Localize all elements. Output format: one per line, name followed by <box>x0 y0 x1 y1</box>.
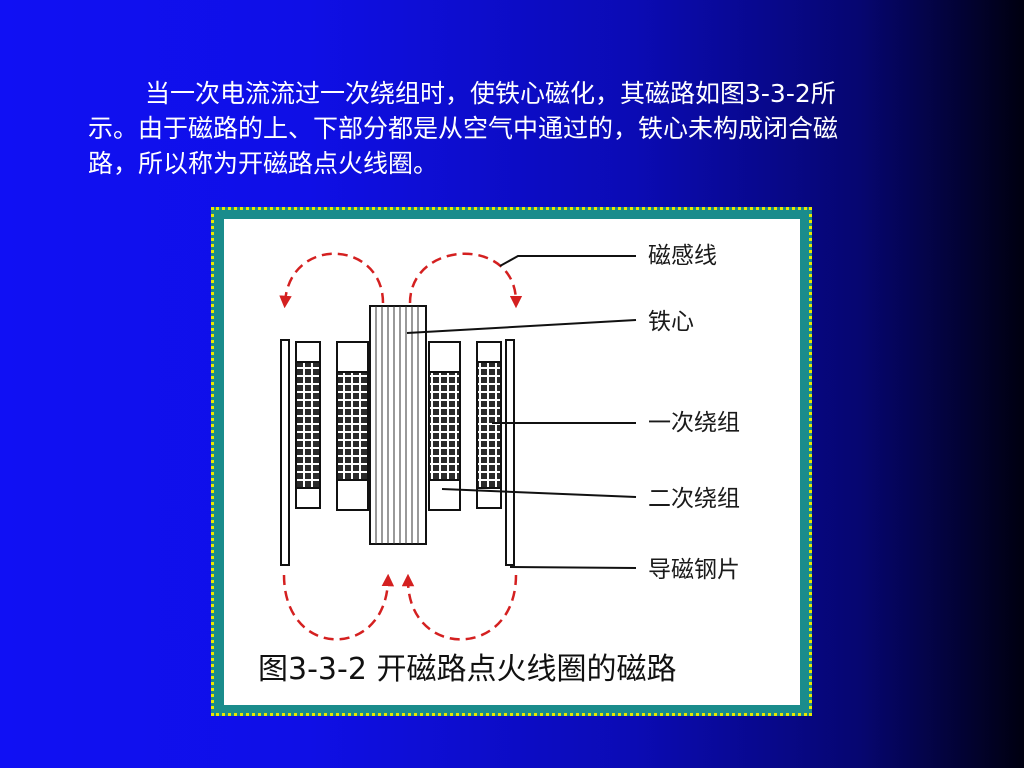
right-primary-winding <box>428 341 461 511</box>
leader-steel-sheet <box>509 566 637 569</box>
iron-core <box>369 305 427 545</box>
label-core: 铁心 <box>648 309 694 335</box>
right-steel-sheet <box>505 339 515 566</box>
intro-line-2: 示。由于磁路的上、下部分都是从空气中通过的，铁心未构成闭合磁 <box>88 114 839 143</box>
label-primary-winding: 一次绕组 <box>648 410 740 436</box>
figure-caption: 图3-3-2 开磁路点火线圈的磁路 <box>258 652 677 687</box>
leader-secondary <box>441 488 637 498</box>
flux-lines <box>279 252 523 641</box>
label-steel-sheet: 导磁钢片 <box>648 557 740 583</box>
label-flux: 磁感线 <box>648 243 717 269</box>
leader-core <box>406 319 637 334</box>
intro-line-1: 当一次电流流过一次绕组时，使铁心磁化，其磁路如图3-3-2所 <box>145 79 836 108</box>
intro-paragraph: 当一次电流流过一次绕组时，使铁心磁化，其磁路如图3-3-2所 示。由于磁路的上、… <box>88 76 958 181</box>
left-secondary-winding <box>295 341 321 509</box>
left-steel-sheet <box>280 339 290 566</box>
flux-line-bottom-left <box>282 573 395 641</box>
intro-line-3: 路，所以称为开磁路点火线圈。 <box>88 149 439 178</box>
right-secondary-winding <box>476 341 502 509</box>
label-secondary-winding: 二次绕组 <box>648 486 740 512</box>
flux-line-top-left <box>279 252 385 309</box>
flux-line-top-right <box>408 252 523 309</box>
flux-line-bottom-right <box>401 573 518 641</box>
left-primary-winding <box>336 341 369 511</box>
leader-flux <box>499 255 636 267</box>
